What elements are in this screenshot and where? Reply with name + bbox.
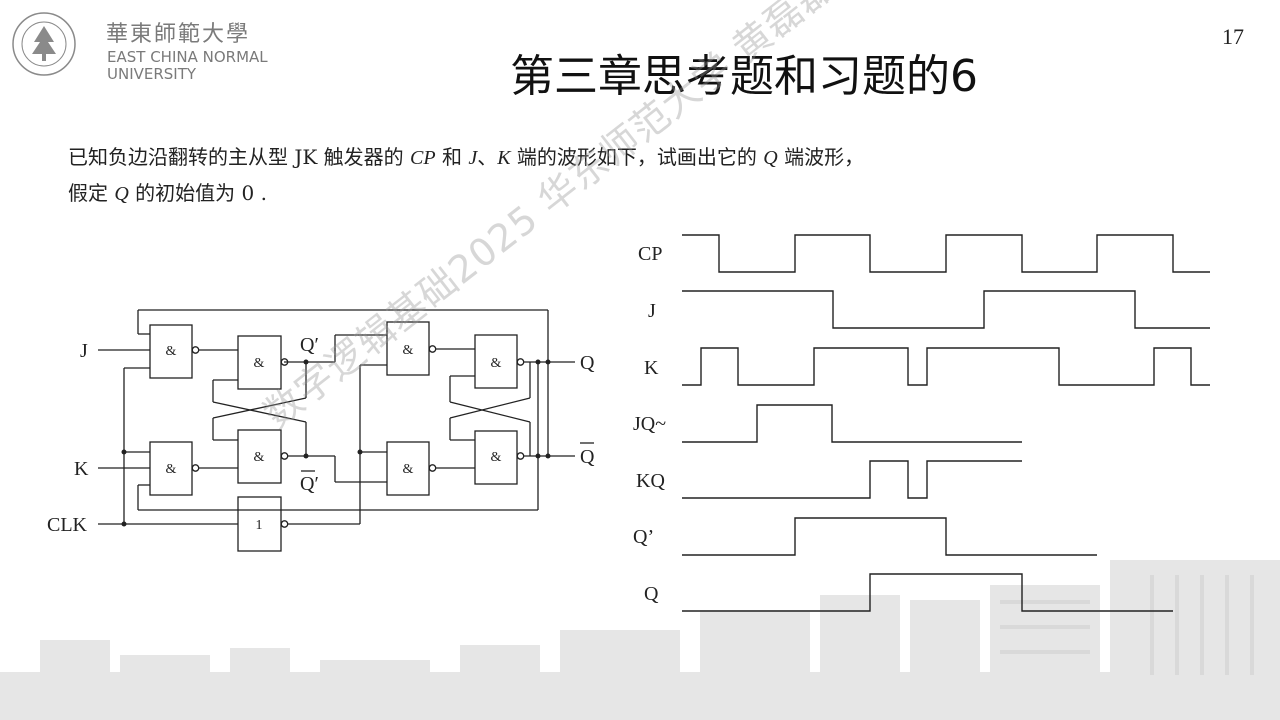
clock-inverter bbox=[237, 496, 282, 552]
problem-var-cp: CP bbox=[410, 147, 436, 169]
label-qprime-bar: Q′ bbox=[300, 473, 319, 495]
signal-label-k: K bbox=[644, 357, 659, 379]
signal-label-qprime: Q’ bbox=[633, 526, 654, 548]
problem-text: 端波形， bbox=[777, 145, 865, 169]
problem-var-k: K bbox=[497, 147, 511, 169]
gate-symbol-and: & bbox=[254, 450, 265, 465]
gate-symbol-and: & bbox=[491, 450, 502, 465]
gate-symbol-and: & bbox=[403, 462, 414, 477]
problem-text: 和 bbox=[435, 145, 469, 169]
problem-line-2: 假定 Q 的初始值为 0 . bbox=[68, 176, 864, 212]
problem-text: 的初始值为 0 . bbox=[128, 181, 267, 205]
gate-symbol-and: & bbox=[254, 356, 265, 371]
problem-line-1: 已知负边沿翻转的主从型 JK 触发器的 CP 和 J、K 端的波形如下，试画出它… bbox=[68, 140, 864, 176]
problem-var-j: J bbox=[468, 147, 478, 169]
problem-var-q: Q bbox=[763, 147, 778, 169]
output-label-qbar: Q bbox=[580, 446, 595, 468]
university-seal-icon bbox=[12, 12, 76, 76]
jk-flipflop-circuit-diagram: & & & & & & & & 1 J K CLK Q Q Q′ Q′ bbox=[47, 309, 595, 552]
master-latch-gate-bottom bbox=[237, 429, 282, 484]
master-latch-gate-top bbox=[237, 335, 282, 390]
waveform-j bbox=[682, 290, 1210, 329]
label-qprime: Q′ bbox=[300, 334, 319, 356]
output-label-q: Q bbox=[580, 352, 595, 374]
university-name-english-line2: UNIVERSITY bbox=[107, 65, 197, 83]
signal-label-kq: KQ bbox=[636, 470, 665, 492]
master-input-gate-top bbox=[149, 324, 193, 379]
input-label-j: J bbox=[80, 340, 88, 362]
signal-label-q: Q bbox=[644, 583, 659, 605]
gate-symbol-and: & bbox=[166, 462, 177, 477]
university-name-english-line1: EAST CHINA NORMAL bbox=[107, 48, 268, 66]
slide-title: 第三章思考题和习题的6 bbox=[510, 51, 978, 102]
waveform-cp bbox=[682, 234, 1210, 273]
gate-symbol-not: 1 bbox=[256, 518, 263, 533]
signal-label-jq: JQ~ bbox=[633, 413, 666, 435]
slave-latch-gate-bottom bbox=[474, 430, 518, 485]
waveform-k bbox=[682, 347, 1210, 386]
problem-statement: 已知负边沿翻转的主从型 JK 触发器的 CP 和 J、K 端的波形如下，试画出它… bbox=[68, 140, 864, 212]
waveform-jq bbox=[682, 404, 1022, 443]
waveform-qprime bbox=[682, 517, 1097, 556]
timing-diagram: CP J K JQ~ KQ Q’ Q bbox=[633, 234, 1210, 612]
problem-text: 端的波形如下，试画出它的 bbox=[510, 145, 764, 169]
page-number: 17 bbox=[1222, 24, 1244, 49]
university-name-chinese: 華東師範大學 bbox=[106, 22, 251, 47]
input-label-k: K bbox=[74, 458, 89, 480]
waveform-q bbox=[682, 573, 1173, 612]
input-label-clk: CLK bbox=[47, 514, 88, 536]
university-logo: 華東師範大學 EAST CHINA NORMAL UNIVERSITY bbox=[10, 8, 300, 83]
gate-symbol-and: & bbox=[403, 343, 414, 358]
problem-text: 已知负边沿翻转的主从型 JK 触发器的 bbox=[68, 145, 411, 169]
problem-text: 、 bbox=[477, 145, 498, 169]
master-input-gate-bottom bbox=[149, 441, 193, 496]
gate-symbol-and: & bbox=[491, 356, 502, 371]
signal-label-j: J bbox=[648, 300, 656, 322]
problem-var-q: Q bbox=[114, 183, 129, 205]
gate-symbol-and: & bbox=[166, 344, 177, 359]
signal-label-cp: CP bbox=[638, 243, 662, 265]
problem-text: 假定 bbox=[68, 181, 115, 205]
waveform-kq bbox=[682, 460, 1022, 499]
